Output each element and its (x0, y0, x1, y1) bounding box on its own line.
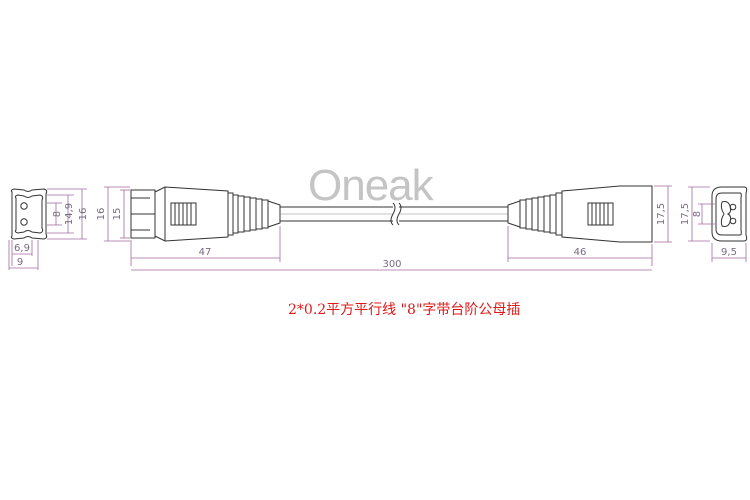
dim-label: 300 (382, 259, 401, 270)
dim-label: 9 (17, 257, 23, 268)
right-face-dimension-lines (654, 185, 747, 262)
length-dimension-lines (104, 186, 653, 271)
dim-label: 47 (199, 247, 212, 258)
dim-label: 15 (112, 208, 123, 221)
dim-label: 16 (96, 208, 107, 221)
left-plug-face-view (10, 188, 48, 240)
product-caption: 2*0.2平方平行线 "8"字带台阶公母插 (288, 302, 520, 318)
dim-label: 14,9 (64, 203, 75, 225)
dim-label: 17,5 (656, 203, 667, 225)
left-face-dimension-lines (8, 188, 87, 270)
oneak-logo: Oneak (308, 161, 435, 210)
dim-label: 8 (52, 211, 63, 217)
dim-label: 16 (78, 208, 89, 221)
dim-label: 8 (692, 211, 703, 217)
female-socket-side-view (507, 185, 653, 243)
dim-label: 6,9 (14, 243, 30, 254)
dim-label: 46 (574, 247, 587, 258)
parallel-cable (280, 202, 508, 226)
male-plug-side-view (130, 186, 281, 242)
right-socket-face-view (711, 186, 748, 242)
dim-label: 17,5 (680, 203, 691, 225)
dim-label: 9,5 (721, 247, 737, 258)
